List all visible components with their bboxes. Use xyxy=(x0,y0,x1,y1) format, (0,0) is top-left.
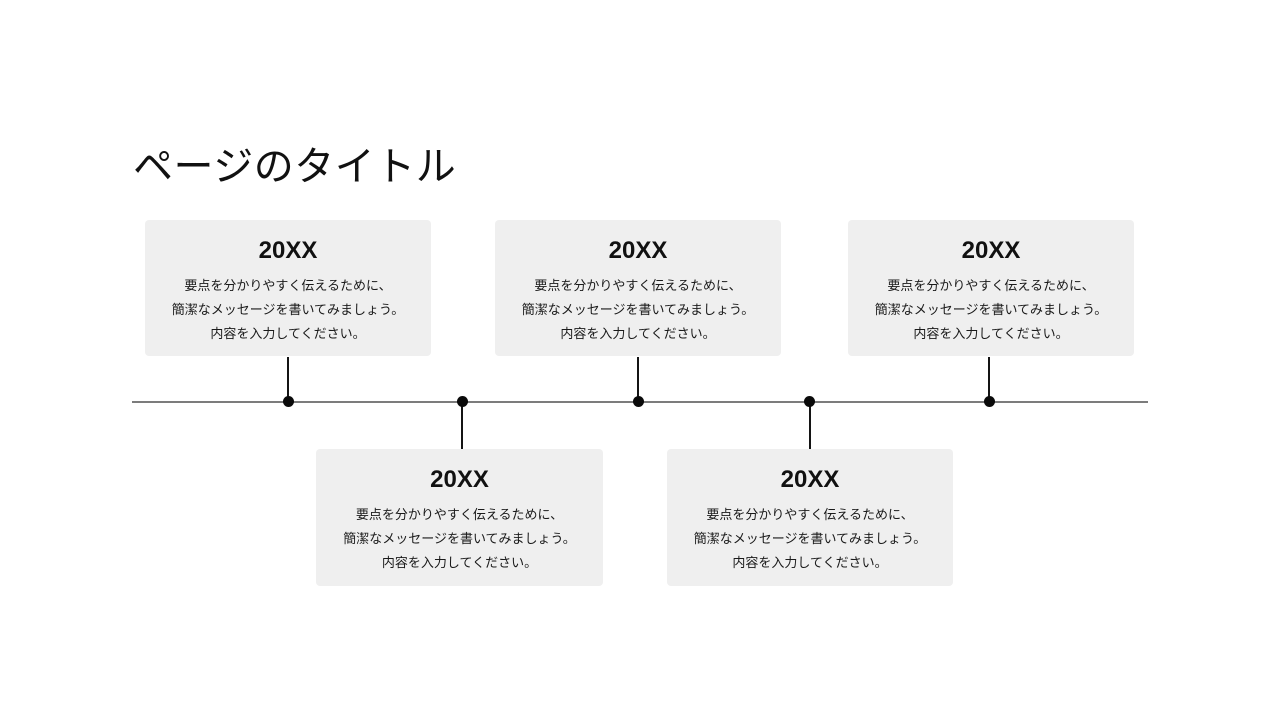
timeline-connector-3 xyxy=(637,357,639,403)
timeline-dot-2 xyxy=(457,396,468,407)
timeline-dot-5 xyxy=(984,396,995,407)
timeline-event-card-5[interactable]: 20XX 要点を分かりやすく伝えるために、 簡潔なメッセージを書いてみましょう。… xyxy=(667,449,953,586)
timeline-dot-4 xyxy=(804,396,815,407)
timeline-event-card-4[interactable]: 20XX 要点を分かりやすく伝えるために、 簡潔なメッセージを書いてみましょう。… xyxy=(316,449,603,586)
event-description: 要点を分かりやすく伝えるために、 簡潔なメッセージを書いてみましょう。 内容を入… xyxy=(171,277,405,341)
timeline-connector-4 xyxy=(809,402,811,449)
event-year-label: 20XX xyxy=(430,466,489,493)
timeline-connector-5 xyxy=(988,357,990,403)
timeline-event-card-2[interactable]: 20XX 要点を分かりやすく伝えるために、 簡潔なメッセージを書いてみましょう。… xyxy=(495,220,781,356)
event-description: 要点を分かりやすく伝えるために、 簡潔なメッセージを書いてみましょう。 内容を入… xyxy=(874,277,1108,341)
page-title[interactable]: ページのタイトル xyxy=(133,145,457,189)
timeline-event-card-1[interactable]: 20XX 要点を分かりやすく伝えるために、 簡潔なメッセージを書いてみましょう。… xyxy=(145,220,431,356)
timeline-dot-3 xyxy=(633,396,644,407)
event-description: 要点を分かりやすく伝えるために、 簡潔なメッセージを書いてみましょう。 内容を入… xyxy=(343,506,576,570)
event-year-label: 20XX xyxy=(780,466,840,493)
timeline-event-card-3[interactable]: 20XX 要点を分かりやすく伝えるために、 簡潔なメッセージを書いてみましょう。… xyxy=(848,220,1134,356)
timeline-dot-1 xyxy=(283,396,294,407)
event-year-label: 20XX xyxy=(258,237,318,264)
event-year-label: 20XX xyxy=(961,237,1021,264)
event-description: 要点を分かりやすく伝えるために、 簡潔なメッセージを書いてみましょう。 内容を入… xyxy=(521,277,755,341)
timeline-connector-2 xyxy=(461,402,463,449)
event-description: 要点を分かりやすく伝えるために、 簡潔なメッセージを書いてみましょう。 内容を入… xyxy=(693,506,927,570)
event-year-label: 20XX xyxy=(608,237,668,264)
timeline-connector-1 xyxy=(287,357,289,403)
